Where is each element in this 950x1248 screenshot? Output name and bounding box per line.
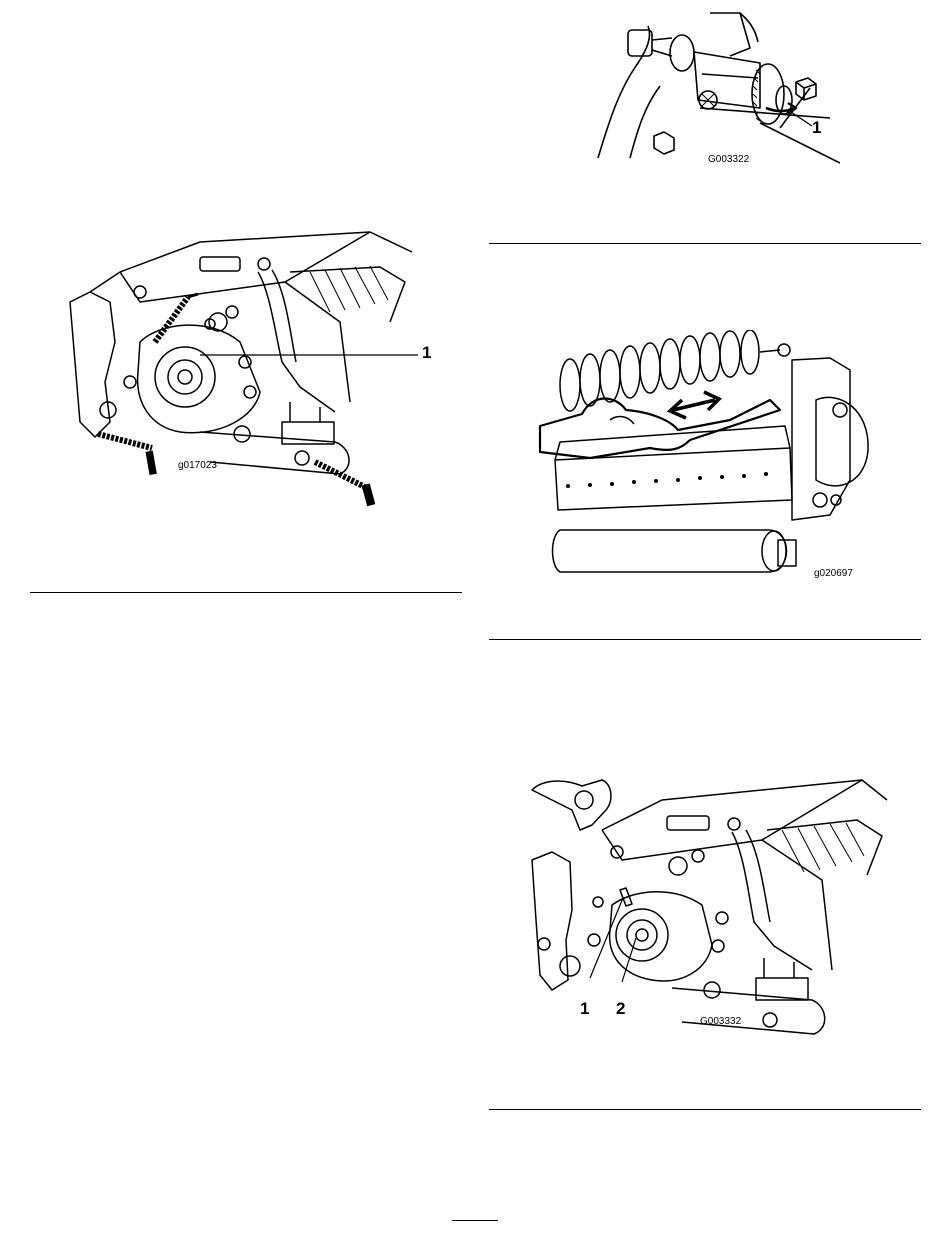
backlapping-brush-drawing <box>530 330 880 585</box>
figure-reel-bearing <box>522 770 892 1040</box>
figure-code-backlapping: g020697 <box>814 568 853 579</box>
callout-bearing-1: 1 <box>580 999 589 1019</box>
callout-adjuster-1: 1 <box>812 118 821 138</box>
divider-left-1 <box>30 592 462 593</box>
figure-code-adjuster: G003322 <box>708 154 749 165</box>
figure-code-reel-side: g017023 <box>178 460 217 471</box>
page-footer-rule <box>452 1220 498 1221</box>
reel-side-springs-drawing <box>50 212 430 512</box>
figure-adjuster-knob <box>590 8 840 173</box>
callout-reel-side-1: 1 <box>422 343 431 363</box>
adjuster-knob-drawing <box>590 8 840 173</box>
divider-right-3 <box>489 1109 921 1110</box>
callout-bearing-2: 2 <box>616 999 625 1019</box>
figure-code-bearing: G003332 <box>700 1016 741 1027</box>
figure-reel-side-springs <box>50 212 430 512</box>
reel-bearing-drawing <box>522 770 892 1040</box>
divider-right-1 <box>489 243 921 244</box>
divider-right-2 <box>489 639 921 640</box>
figure-backlapping-brush <box>530 330 880 585</box>
